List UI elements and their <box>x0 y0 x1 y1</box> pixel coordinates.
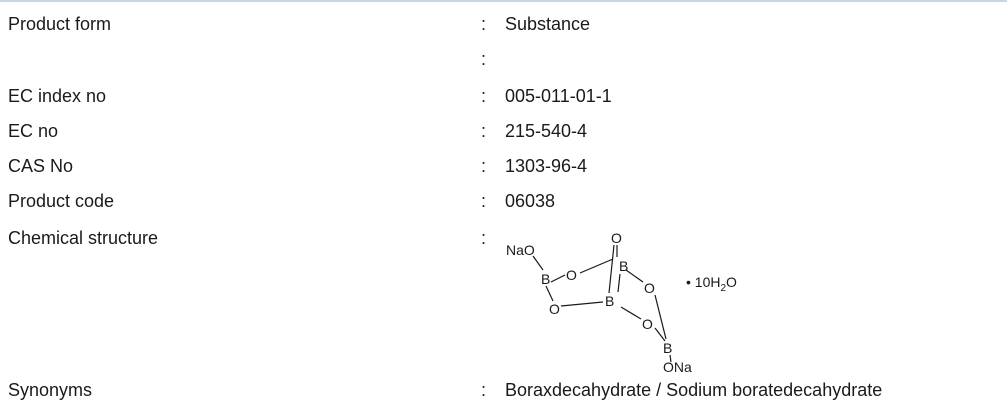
field-label: EC index no <box>8 86 107 106</box>
bond <box>654 327 666 342</box>
field-colon: : <box>481 156 487 176</box>
atom-label: B <box>663 340 672 356</box>
field-row-chemical-structure: Chemical structure : <box>0 226 1007 250</box>
hydrate-label: • 10H2O <box>686 274 737 294</box>
field-value: Substance <box>505 14 591 34</box>
field-colon: : <box>481 228 487 248</box>
bond <box>669 354 672 363</box>
atom-label: O <box>642 316 653 332</box>
field-value: 06038 <box>505 191 556 211</box>
field-label: EC no <box>8 121 59 141</box>
atom-label: O <box>549 301 560 317</box>
field-value: 005-011-01-1 <box>505 86 612 106</box>
bond <box>608 244 615 294</box>
atom-label: B <box>541 271 550 287</box>
field-row-ec-index-no: EC index no : 005-011-01-1 <box>0 84 1007 108</box>
field-label: Product form <box>8 14 112 34</box>
bond <box>620 306 642 320</box>
field-label: CAS No <box>8 156 74 176</box>
field-value: 215-540-4 <box>505 121 588 141</box>
field-label: Synonyms <box>8 380 93 400</box>
atom-label: O <box>566 267 577 283</box>
field-row-product-form: Product form : Substance <box>0 12 1007 36</box>
field-value: 1303-96-4 <box>505 156 588 176</box>
bond <box>654 294 667 340</box>
atom-label: O <box>644 280 655 296</box>
bond <box>560 301 604 307</box>
field-colon: : <box>481 191 487 211</box>
field-value: Boraxdecahydrate / Sodium boratedecahydr… <box>505 380 883 400</box>
field-colon: : <box>481 380 487 400</box>
bond <box>532 255 544 271</box>
field-colon: : <box>481 121 487 141</box>
field-label: Chemical structure <box>8 228 159 248</box>
field-colon: : <box>481 14 487 34</box>
structure-bonds <box>532 244 672 363</box>
hydrate-main: • 10H <box>686 274 720 290</box>
field-row-product-code: Product code : 06038 <box>0 189 1007 213</box>
top-divider <box>0 0 1007 2</box>
field-row-empty: : <box>0 47 1007 71</box>
atom-label: NaO <box>506 242 535 258</box>
atom-label: O <box>611 230 622 246</box>
field-colon: : <box>481 86 487 106</box>
field-label: Product code <box>8 191 115 211</box>
bond <box>545 285 554 302</box>
atom-label: ONa <box>663 359 692 374</box>
atom-label: B <box>605 293 614 309</box>
bond <box>617 273 621 293</box>
field-row-ec-no: EC no : 215-540-4 <box>0 119 1007 143</box>
field-row-synonyms: Synonyms : Boraxdecahydrate / Sodium bor… <box>0 378 1007 402</box>
hydrate-tail: O <box>726 274 737 290</box>
field-row-cas-no: CAS No : 1303-96-4 <box>0 154 1007 178</box>
bond <box>625 269 644 283</box>
bond <box>579 258 614 274</box>
chemical-structure-diagram: NaO B O O B O O B O B ONa • 10H2O <box>506 230 737 374</box>
field-colon: : <box>481 49 487 69</box>
atom-label: B <box>619 258 628 274</box>
bond <box>550 274 566 283</box>
hydrate-subscript: 2 <box>720 283 726 294</box>
